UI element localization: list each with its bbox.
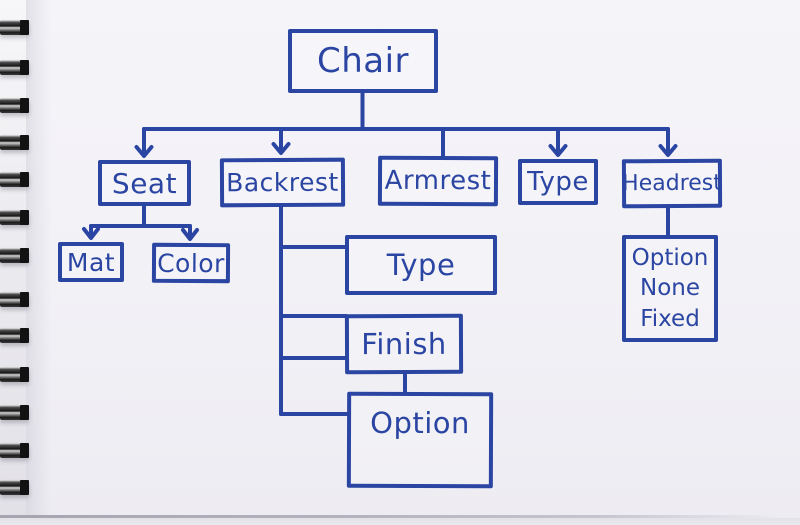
spiral-coil: [0, 20, 29, 35]
node-color: Color: [151, 242, 231, 284]
node-backrest-option: Option: [346, 391, 494, 489]
node-headrest: Headrest: [621, 158, 723, 209]
desk-surface: [0, 518, 800, 525]
edge-to-type-arrow: [548, 127, 568, 157]
headrest-option-line-1: Option: [631, 244, 709, 271]
node-backrest: Backrest: [219, 157, 346, 208]
spiral-coil: [0, 135, 29, 150]
spiral-coil: [0, 60, 29, 75]
spiral-binding: [0, 0, 29, 517]
node-seat: Seat: [98, 160, 191, 206]
spiral-coil: [0, 405, 29, 420]
edge-to-mat-arrow: [82, 224, 100, 240]
node-armrest: Armrest: [377, 155, 499, 207]
node-chair: Chair: [288, 29, 438, 93]
edge-to-backrest-arrow: [271, 127, 291, 155]
page-bottom-edge: [0, 515, 800, 518]
edge-to-color-arrow: [181, 224, 199, 241]
edge-to-headrest-arrow: [658, 127, 678, 157]
spiral-coil: [0, 98, 29, 113]
headrest-option-line-3: Fixed: [640, 305, 700, 332]
node-backrest-type: Type: [345, 235, 497, 295]
spiral-coil: [0, 248, 29, 263]
node-mat: Mat: [58, 242, 124, 282]
spiral-coil: [0, 210, 29, 225]
headrest-option-line-2: None: [639, 275, 700, 302]
spiral-coil: [0, 443, 29, 458]
edge-to-seat-arrow: [134, 127, 154, 158]
node-headrest-options: Option None Fixed: [622, 235, 718, 342]
spiral-coil: [0, 480, 29, 495]
spiral-coil: [0, 292, 29, 307]
node-type: Type: [518, 159, 598, 205]
node-backrest-finish: Finish: [344, 313, 464, 375]
spiral-coil: [0, 367, 29, 382]
page-left-shadow: [26, 0, 52, 517]
spiral-coil: [0, 172, 29, 187]
spiral-coil: [0, 328, 29, 343]
